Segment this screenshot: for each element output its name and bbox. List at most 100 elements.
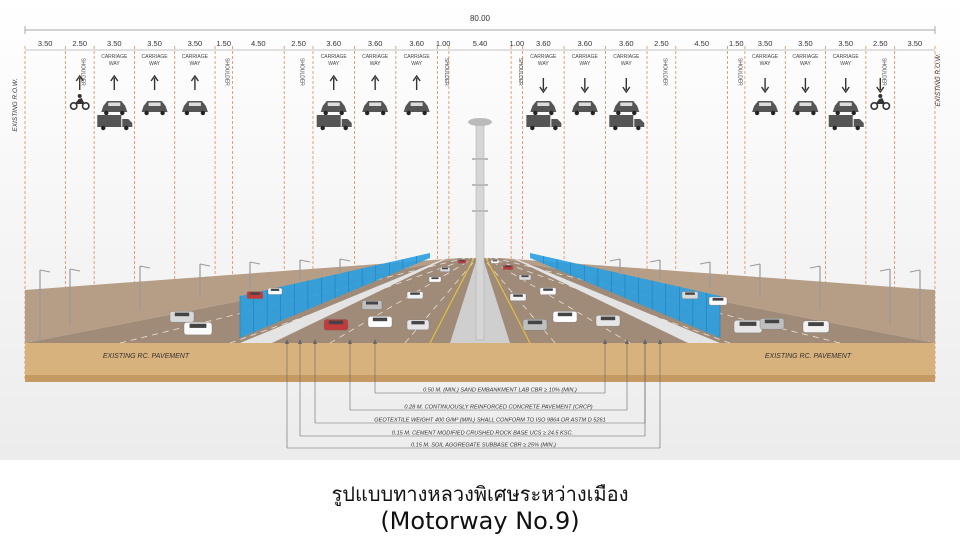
lamp-arm (199, 263, 211, 267)
vehicle (183, 322, 213, 336)
segment-width-label: 2.50 (873, 39, 888, 48)
segment-width-label: 2.50 (654, 39, 669, 48)
vehicle (552, 311, 578, 323)
arrow-head-icon (412, 74, 421, 82)
high-mast-pole (475, 119, 485, 341)
arrow-head-icon (761, 86, 770, 94)
vehicle (708, 296, 728, 306)
lamp-arm (339, 258, 351, 262)
carriageway-label: WAY (328, 61, 339, 67)
callout-arrow (373, 339, 377, 344)
vehicle (502, 265, 514, 270)
segment-width-label: 3.60 (409, 39, 424, 48)
car-icon (362, 101, 389, 116)
segment-width-label: 2.50 (291, 39, 306, 48)
vehicle (246, 291, 264, 300)
vehicle (367, 316, 393, 328)
shoulder-label: SHOULDER (880, 58, 886, 86)
truck-icon (526, 115, 562, 131)
layer-label: 0.15 M. SOIL AGGREGATE SUBBASE CBR ≥ 25%… (411, 443, 556, 449)
layer-label: 0.15 M. CEMENT MODIFIED CRUSHED ROCK BAS… (392, 431, 573, 437)
callout-arrow (313, 339, 317, 344)
carriageway-label: CARRIAGE (792, 54, 819, 60)
carriageway-label: WAY (621, 61, 632, 67)
callout-arrow (285, 339, 289, 344)
existing-pavement-right: EXISTING RC. PAVEMENT (765, 353, 852, 360)
lamp-arm (39, 269, 51, 273)
vehicle (509, 293, 527, 302)
segment-width-label: 3.50 (758, 39, 773, 48)
segment-width-label: 5.40 (473, 39, 488, 48)
shoulder-label: SHOULDER (443, 58, 449, 86)
segment-width-label: 3.60 (578, 39, 593, 48)
carriageway-label: WAY (109, 61, 120, 67)
truck-icon (828, 115, 864, 131)
car-icon (571, 101, 598, 116)
mast-ring (472, 184, 488, 186)
vehicle (490, 259, 500, 264)
car-icon (320, 101, 347, 116)
lamp-arm (879, 268, 891, 272)
carriageway-label: CARRIAGE (833, 54, 860, 60)
pavement-layer-callouts: 0.50 M. (MIN.) SAND EMBANKMENT LAB CBR ≥… (285, 339, 662, 449)
shoulder-label: SHOULDER (80, 58, 86, 86)
carriageway-label: WAY (411, 61, 422, 67)
callout-arrow (348, 339, 352, 344)
arrow-head-icon (876, 86, 885, 94)
vehicle (323, 319, 349, 331)
segment-width-label: 3.50 (38, 39, 53, 48)
lamp-arm (909, 269, 921, 273)
shoulder-label: SHOULDER (661, 58, 667, 86)
layer-label: GEOTEXTILE WEIGHT 400 G/M² (MIN.) SHALL … (374, 418, 605, 424)
car-icon (832, 101, 859, 116)
caption-thai: รูปแบบทางหลวงพิเศษระหว่างเมือง (331, 482, 629, 506)
carriageway-label: CARRIAGE (752, 54, 779, 60)
lamp-arm (299, 259, 311, 263)
left-barrier-wall (240, 258, 448, 343)
carriageway-label: WAY (149, 61, 160, 67)
carriageway-label: CARRIAGE (142, 54, 169, 60)
total-width-label: 80.00 (470, 14, 491, 23)
arrow-head-icon (622, 86, 631, 94)
lane-marking (485, 257, 631, 344)
carriageway-label: CARRIAGE (404, 54, 431, 60)
embankment-base (25, 375, 935, 382)
car-icon (101, 101, 128, 116)
lamp-arm (699, 261, 711, 265)
existing-pavement-left: EXISTING RC. PAVEMENT (103, 353, 190, 360)
segment-width-label: 3.60 (536, 39, 551, 48)
vehicle (428, 276, 442, 283)
vehicle (361, 300, 383, 310)
truck-icon (609, 115, 645, 131)
lamp-arm (249, 261, 261, 265)
carriageway-label: CARRIAGE (613, 54, 640, 60)
arrow-head-icon (190, 74, 199, 82)
segment-width-label: 3.50 (798, 39, 813, 48)
car-icon (792, 101, 819, 116)
lane-marking (404, 257, 478, 344)
shoulder-label: SHOULDER (299, 58, 305, 86)
segment-width-label: 2.50 (72, 39, 87, 48)
segment-width-label: 3.60 (368, 39, 383, 48)
vehicle (518, 274, 532, 281)
lamp-arm (609, 258, 621, 262)
carriageway-label: CARRIAGE (101, 54, 128, 60)
carriageway-label: WAY (760, 61, 771, 67)
segment-width-label: 3.50 (188, 39, 203, 48)
carriageway-label: CARRIAGE (321, 54, 348, 60)
lamp-arm (809, 265, 821, 269)
arrow-head-icon (371, 74, 380, 82)
vehicle (406, 319, 430, 331)
segment-width-label: 1.50 (729, 39, 744, 48)
carriageway-label: WAY (840, 61, 851, 67)
truck-icon (316, 115, 352, 131)
lane-marking (229, 257, 471, 344)
carriageway-label: WAY (579, 61, 590, 67)
segment-width-label: 3.60 (326, 39, 341, 48)
arrow-head-icon (841, 86, 850, 94)
lane-marking (489, 257, 731, 344)
vehicle (802, 320, 830, 333)
vehicle (595, 315, 621, 327)
